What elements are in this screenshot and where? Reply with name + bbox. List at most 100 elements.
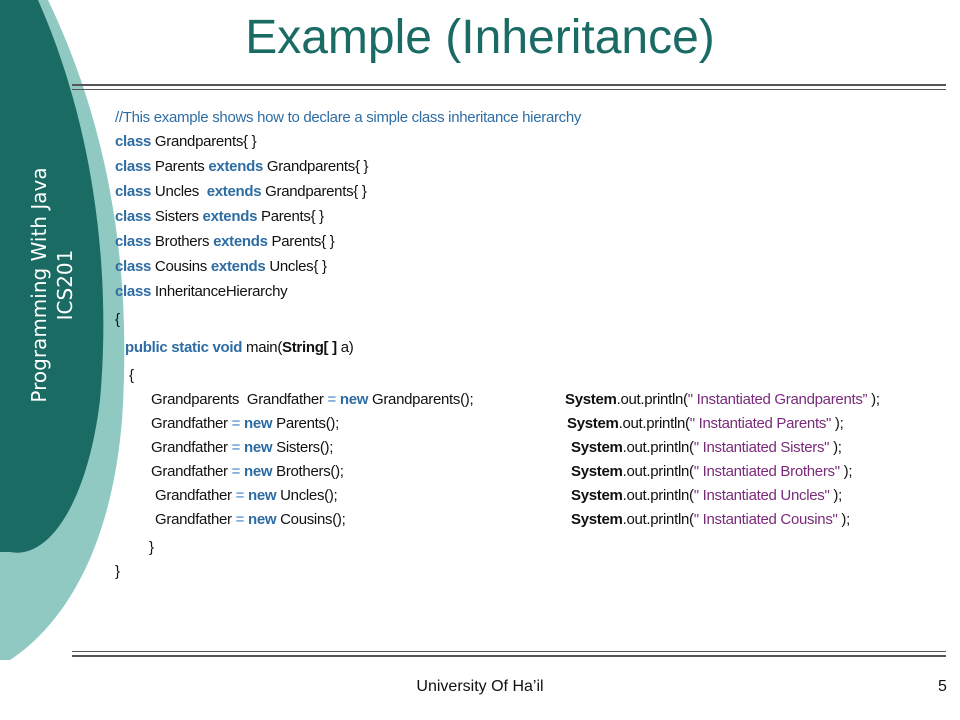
ctor-cousins: Cousins(); xyxy=(276,511,346,528)
println-call: .out.println( xyxy=(622,463,694,480)
keyword-system: System xyxy=(565,391,617,408)
code-line-cousins: class Cousins extends Uncles{ } xyxy=(115,257,327,277)
open-brace: { xyxy=(129,367,134,384)
code-line-new-grandparents: Grandparents Grandfather = new Grandpare… xyxy=(151,390,474,410)
code-line-new-cousins: Grandfather = new Cousins(); xyxy=(155,510,346,530)
code-line-print-sisters: System.out.println(" Instantiated Sister… xyxy=(571,438,842,458)
keyword-new: new xyxy=(247,511,277,528)
keyword-extends: extends xyxy=(213,233,268,250)
println-end: ); xyxy=(837,511,850,528)
code-line-hierarchy: class InheritanceHierarchy xyxy=(115,282,288,302)
println-call: .out.println( xyxy=(622,487,694,504)
keyword-extends: extends xyxy=(210,258,266,275)
superclass-parents: Parents{ } xyxy=(267,233,335,250)
keyword-system: System xyxy=(571,511,623,528)
page-number: 5 xyxy=(938,678,947,695)
string-uncles: " Instantiated Uncles" xyxy=(693,487,830,504)
keyword-static: static xyxy=(171,339,209,356)
code-line-close-class: } xyxy=(115,562,120,582)
keyword-void: void xyxy=(212,339,243,356)
keyword-public: public xyxy=(125,339,168,356)
class-sisters: Sisters xyxy=(151,208,203,225)
string-brothers: " Instantiated Brothers" xyxy=(693,463,840,480)
println-end: ); xyxy=(829,487,842,504)
class-grandparents: Grandparents{ } xyxy=(151,133,257,150)
var-grandfather: Grandfather xyxy=(155,511,236,528)
code-line-print-brothers: System.out.println(" Instantiated Brothe… xyxy=(571,462,852,482)
var-grandfather: Grandfather xyxy=(151,439,232,456)
class-inheritance-hierarchy: InheritanceHierarchy xyxy=(151,283,288,300)
keyword-new: new xyxy=(339,391,369,408)
sidebar-decoration xyxy=(0,0,125,660)
superclass-uncles: Uncles{ } xyxy=(265,258,327,275)
string-sisters: " Instantiated Sisters" xyxy=(693,439,830,456)
code-line-sisters: class Sisters extends Parents{ } xyxy=(115,207,324,227)
assign-op: = xyxy=(235,487,245,504)
code-line-print-uncles: System.out.println(" Instantiated Uncles… xyxy=(571,486,842,506)
assign-op: = xyxy=(235,511,245,528)
println-call: .out.println( xyxy=(622,511,694,528)
bottom-divider xyxy=(72,655,946,657)
keyword-new: new xyxy=(243,463,273,480)
close-brace: } xyxy=(115,563,120,580)
keyword-extends: extends xyxy=(202,208,258,225)
println-call: .out.println( xyxy=(616,391,688,408)
println-end: ); xyxy=(829,439,842,456)
class-brothers: Brothers xyxy=(151,233,214,250)
class-cousins: Cousins xyxy=(151,258,211,275)
keyword-system: System xyxy=(571,439,623,456)
code-line-print-grandparents: System.out.println(" Instantiated Grandp… xyxy=(565,390,880,410)
open-brace: { xyxy=(115,311,120,328)
keyword-class: class xyxy=(115,233,152,250)
code-line-uncles: class Uncles extends Grandparents{ } xyxy=(115,182,367,202)
keyword-class: class xyxy=(115,133,152,150)
keyword-extends: extends xyxy=(208,158,263,175)
code-line-parents: class Parents extends Grandparents{ } xyxy=(115,157,369,177)
println-call: .out.println( xyxy=(622,439,694,456)
assign-op: = xyxy=(231,463,241,480)
code-line-grandparents: class Grandparents{ } xyxy=(115,132,257,152)
keyword-system: System xyxy=(571,463,623,480)
code-line-close-main: } xyxy=(149,538,154,558)
param-a: a) xyxy=(336,339,354,356)
keyword-new: new xyxy=(243,439,273,456)
slide-title: Example (Inheritance) xyxy=(245,11,715,64)
println-end: ); xyxy=(831,415,844,432)
top-divider-thin xyxy=(72,89,946,90)
footer-university: University Of Ha’il xyxy=(416,678,544,695)
keyword-class: class xyxy=(115,208,152,225)
method-main: main( xyxy=(242,339,283,356)
keyword-class: class xyxy=(115,283,152,300)
keyword-class: class xyxy=(115,258,152,275)
sidebar-dark-swoosh xyxy=(0,0,104,553)
code-line-new-brothers: Grandfather = new Brothers(); xyxy=(151,462,344,482)
ctor-sisters: Sisters(); xyxy=(272,439,334,456)
keyword-system: System xyxy=(567,415,619,432)
code-line-new-uncles: Grandfather = new Uncles(); xyxy=(155,486,338,506)
ctor-brothers: Brothers(); xyxy=(272,463,344,480)
sidebar-course-code: ICS201 xyxy=(53,249,77,321)
code-line-brothers: class Brothers extends Parents{ } xyxy=(115,232,335,252)
keyword-class: class xyxy=(115,183,152,200)
assign-op: = xyxy=(231,439,241,456)
superclass-parents: Parents{ } xyxy=(257,208,324,225)
code-line-print-parents: System.out.println(" Instantiated Parent… xyxy=(567,414,844,434)
code-line-new-sisters: Grandfather = new Sisters(); xyxy=(151,438,333,458)
println-call: .out.println( xyxy=(618,415,690,432)
code-line-open-main: { xyxy=(129,366,134,386)
close-brace: } xyxy=(149,539,154,556)
ctor-parents: Parents(); xyxy=(272,415,339,432)
code-line-new-parents: Grandfather = new Parents(); xyxy=(151,414,339,434)
keyword-new: new xyxy=(247,487,277,504)
string-cousins: " Instantiated Cousins" xyxy=(693,511,838,528)
keyword-new: new xyxy=(243,415,273,432)
keyword-class: class xyxy=(115,158,152,175)
println-end: ); xyxy=(867,391,880,408)
sidebar-course-name: Programming With Java xyxy=(27,167,51,403)
type-string-array: String[ ] xyxy=(282,339,337,356)
superclass-grandparents: Grandparents{ } xyxy=(261,183,367,200)
class-parents: Parents xyxy=(151,158,209,175)
code-line-open-class: { xyxy=(115,310,120,330)
ctor-grandparents: Grandparents(); xyxy=(368,391,474,408)
ctor-uncles: Uncles(); xyxy=(276,487,338,504)
